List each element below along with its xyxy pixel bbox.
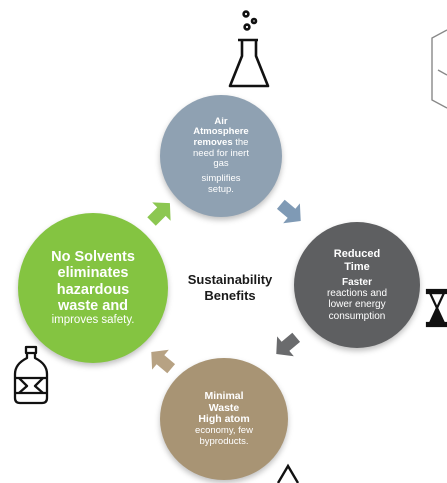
air-line3-text: the (232, 137, 249, 149)
arrow-air-to-time (276, 199, 301, 224)
warning-icon (276, 463, 300, 483)
minimal-waste-circle: Minimal Waste High atom economy, few byp… (160, 358, 288, 480)
time-title-line2: Time (344, 260, 370, 273)
waste-title-line1: Minimal (204, 389, 244, 402)
solvent-title-line2: eliminates (57, 265, 129, 282)
air-line5: gas (213, 158, 229, 170)
arrow-time-to-waste (276, 332, 301, 357)
air-atmosphere-circle: Air Atmosphere removes the need for iner… (160, 95, 282, 217)
air-line6: simplifies (201, 172, 241, 184)
hourglass-icon (425, 288, 447, 328)
solvent-line5: improves safety. (51, 314, 135, 327)
waste-line5: byproducts. (199, 435, 249, 447)
air-line3: removes the (193, 137, 249, 149)
center-label-line2: Benefits (204, 288, 256, 304)
air-title-line1: Air (214, 115, 228, 127)
time-line6: consumption (328, 310, 386, 322)
time-line5: lower energy (328, 299, 386, 311)
bottle-icon (13, 345, 49, 405)
reduced-time-circle: Reduced Time Faster reactions and lower … (294, 222, 420, 348)
solvent-title-line1: No Solvents (51, 249, 135, 266)
air-title-line2: Atmosphere (193, 126, 249, 138)
time-bold-text: Faster (341, 276, 372, 288)
waste-title-line2: Waste (208, 401, 240, 414)
solvent-title-line4: waste and (57, 297, 129, 314)
arrow-solvent-to-air (147, 202, 171, 226)
air-line7: setup. (208, 183, 234, 195)
waste-line4: economy, few (195, 425, 253, 436)
center-label: Sustainability Benefits (175, 272, 285, 305)
arrow-waste-to-solvent (151, 349, 176, 374)
center-label-line1: Sustainability (187, 272, 273, 287)
time-title-line1: Reduced (333, 248, 381, 261)
hexagon-icon (431, 29, 447, 109)
solvent-title-line3: hazardous (56, 281, 130, 298)
air-line4: need for inert (193, 147, 249, 159)
air-bold-text: removes (193, 137, 233, 149)
no-solvents-circle: No Solvents eliminates hazardous waste a… (18, 213, 168, 363)
waste-bold-text: High atom (198, 413, 250, 426)
time-line4: reactions and (326, 288, 388, 300)
flask-icon (228, 10, 270, 88)
